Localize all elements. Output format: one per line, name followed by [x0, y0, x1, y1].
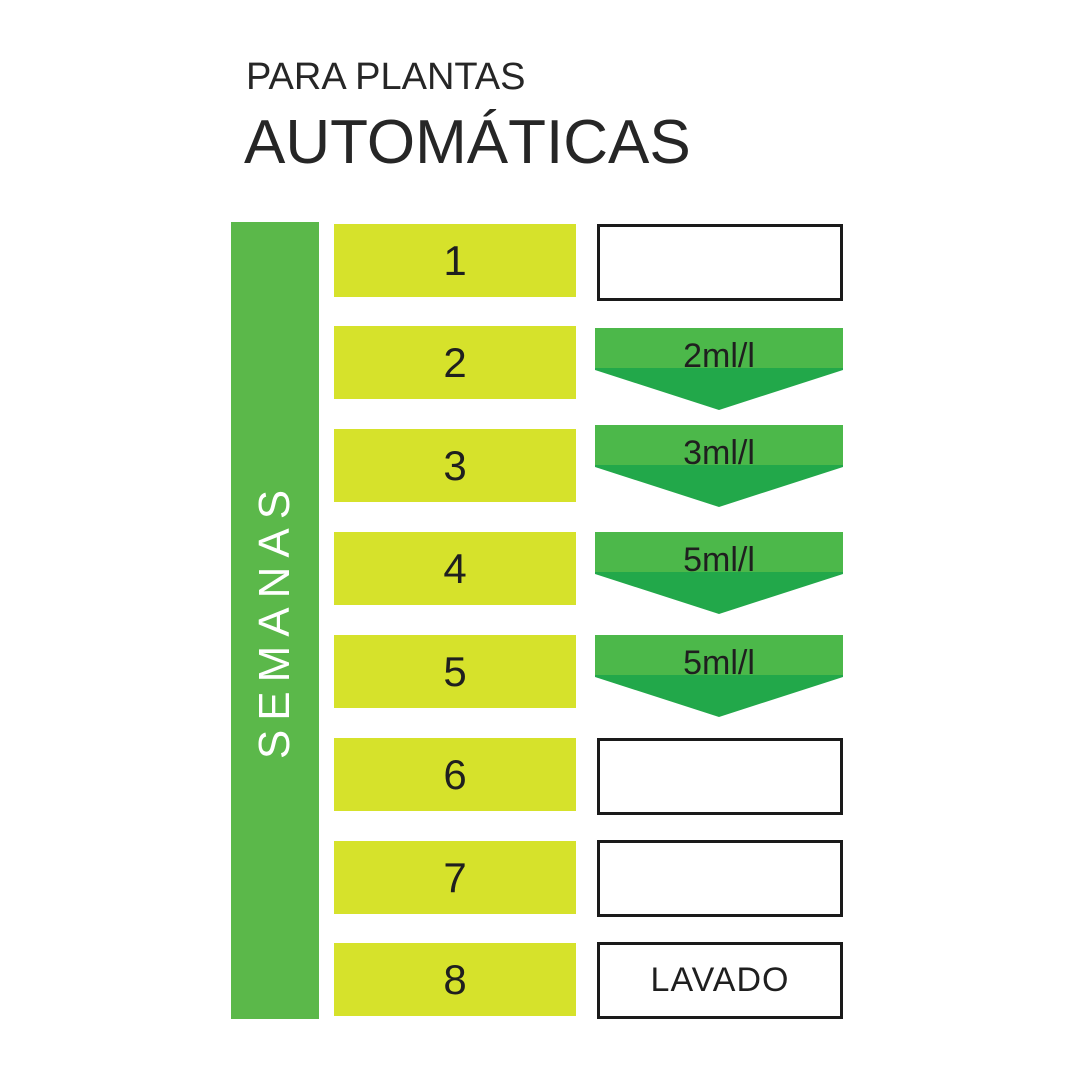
weeks-sidebar-label: SEMANAS: [250, 480, 299, 760]
dose-arrow-week-3: 3ml/l: [595, 425, 843, 507]
chart-title: AUTOMÁTICAS: [244, 108, 691, 177]
dose-arrow-shape: [595, 425, 843, 507]
week-number: 2: [443, 338, 467, 386]
week-number: 3: [443, 441, 467, 489]
dose-arrow-shape: [595, 635, 843, 717]
week-box-6: 6: [334, 738, 576, 811]
week-number: 1: [443, 236, 467, 284]
dose-box-lavado: LAVADO: [597, 942, 843, 1019]
dose-label: 5ml/l: [683, 644, 755, 682]
week-number: 5: [443, 647, 467, 695]
week-box-8: 8: [334, 943, 576, 1016]
dose-arrow-shape: [595, 532, 843, 614]
dose-label: 2ml/l: [683, 337, 755, 375]
chart-subtitle: PARA PLANTAS: [246, 56, 526, 98]
week-box-3: 3: [334, 429, 576, 502]
weeks-sidebar: [231, 222, 319, 1019]
week-number: 6: [443, 750, 467, 798]
week-box-5: 5: [334, 635, 576, 708]
dose-box-empty: [597, 840, 843, 917]
dose-box-empty: [597, 224, 843, 301]
dose-arrow-week-5: 5ml/l: [595, 635, 843, 717]
dose-arrow-week-2: 2ml/l: [595, 328, 843, 410]
week-box-1: 1: [334, 224, 576, 297]
week-number: 4: [443, 544, 467, 592]
week-number: 7: [443, 853, 467, 901]
dose-box-empty: [597, 738, 843, 815]
week-box-2: 2: [334, 326, 576, 399]
week-box-4: 4: [334, 532, 576, 605]
dose-arrow-shape: [595, 328, 843, 410]
dose-label: 5ml/l: [683, 541, 755, 579]
dose-label: 3ml/l: [683, 434, 755, 472]
lavado-label: LAVADO: [650, 961, 790, 999]
week-number: 8: [443, 955, 467, 1003]
dose-arrow-week-4: 5ml/l: [595, 532, 843, 614]
week-box-7: 7: [334, 841, 576, 914]
